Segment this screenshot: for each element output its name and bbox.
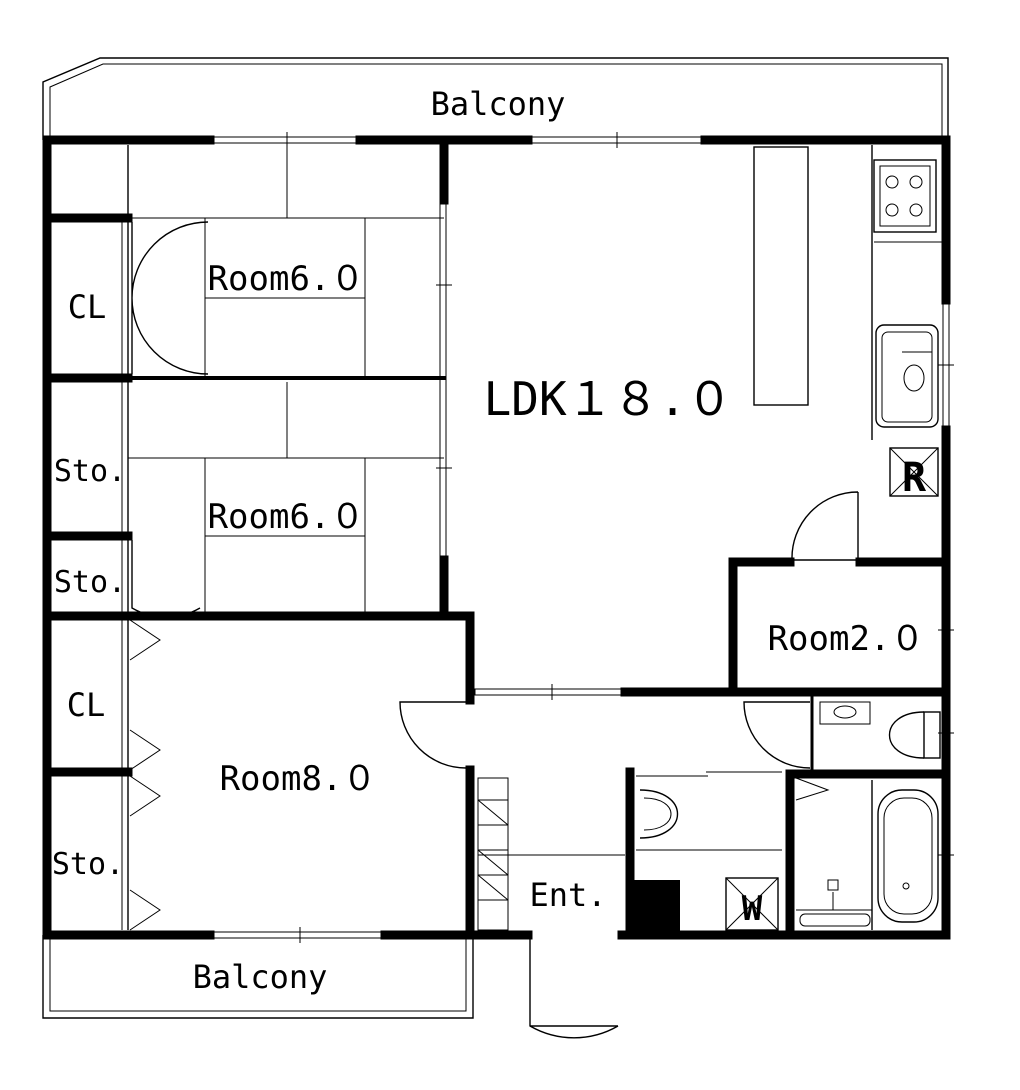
- storage-middle-label: Sto.: [54, 565, 126, 600]
- toilet: [819, 701, 941, 759]
- bathtub: [796, 780, 939, 930]
- washer-icon: W: [725, 877, 779, 931]
- washbasin: [636, 771, 782, 851]
- doors: [131, 221, 859, 1039]
- storage-upper-label: Sto.: [54, 454, 126, 489]
- room-6-lower-label: Room6.０: [208, 497, 365, 537]
- ldk-label: LDK１８.０: [484, 372, 733, 426]
- storage-lower-label: Sto.: [52, 847, 124, 882]
- windows: [209, 132, 954, 943]
- balcony-top: [42, 57, 949, 140]
- balcony-bottom: [42, 935, 474, 1019]
- partitions: [121, 145, 954, 931]
- entrance-label: Ent.: [529, 876, 606, 914]
- kitchen: [753, 145, 942, 440]
- room-labels: Balcony Room6.０ Room6.０ LDK１８.０ Room2.０ …: [52, 85, 925, 996]
- closet-folding-doors: [129, 619, 830, 931]
- room-2-label: Room2.０: [768, 619, 925, 659]
- pipe-shaft: [634, 880, 680, 932]
- closet-upper-label: CL: [68, 288, 107, 326]
- balcony-bottom-label: Balcony: [193, 958, 328, 996]
- closet-lower-label: CL: [67, 686, 106, 724]
- washer-label: W: [742, 889, 763, 929]
- room-6-upper-label: Room6.０: [208, 259, 365, 299]
- refrigerator-label: R: [902, 455, 927, 501]
- balcony-top-label: Balcony: [431, 85, 566, 123]
- interior-walls: [42, 140, 951, 940]
- room-8-label: Room8.０: [220, 759, 377, 799]
- refrigerator-icon: R: [889, 447, 939, 501]
